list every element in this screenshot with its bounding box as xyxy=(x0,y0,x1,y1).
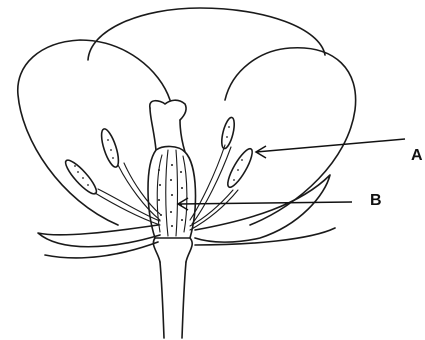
label-b: B xyxy=(370,193,382,209)
ovary-locule-mid-left xyxy=(166,150,168,236)
left-petal xyxy=(18,40,170,225)
stigma xyxy=(150,100,186,120)
anther-left-inner xyxy=(98,127,122,169)
filament-right-inner-b xyxy=(192,147,231,224)
stalk-right xyxy=(182,262,186,338)
label-a: A xyxy=(411,148,423,164)
ovule-stipple xyxy=(158,164,183,227)
style-right xyxy=(180,120,185,152)
ovary-locule-mid-right xyxy=(176,150,178,236)
filament-right-outer xyxy=(190,190,233,226)
filament-left-inner xyxy=(118,165,160,220)
stalk-left xyxy=(160,262,164,338)
pointer-b xyxy=(178,198,352,210)
pointer-a xyxy=(256,139,405,158)
ovary-locule-right xyxy=(183,156,187,232)
back-petal xyxy=(88,8,325,60)
style-left xyxy=(150,108,156,150)
right-petal xyxy=(225,48,356,225)
receptacle-right xyxy=(186,238,192,262)
receptacle xyxy=(153,238,160,262)
filament-right-outer-b xyxy=(190,190,238,230)
ovary xyxy=(148,146,195,238)
left-sepal xyxy=(38,225,160,247)
anther-right-inner xyxy=(219,116,236,149)
